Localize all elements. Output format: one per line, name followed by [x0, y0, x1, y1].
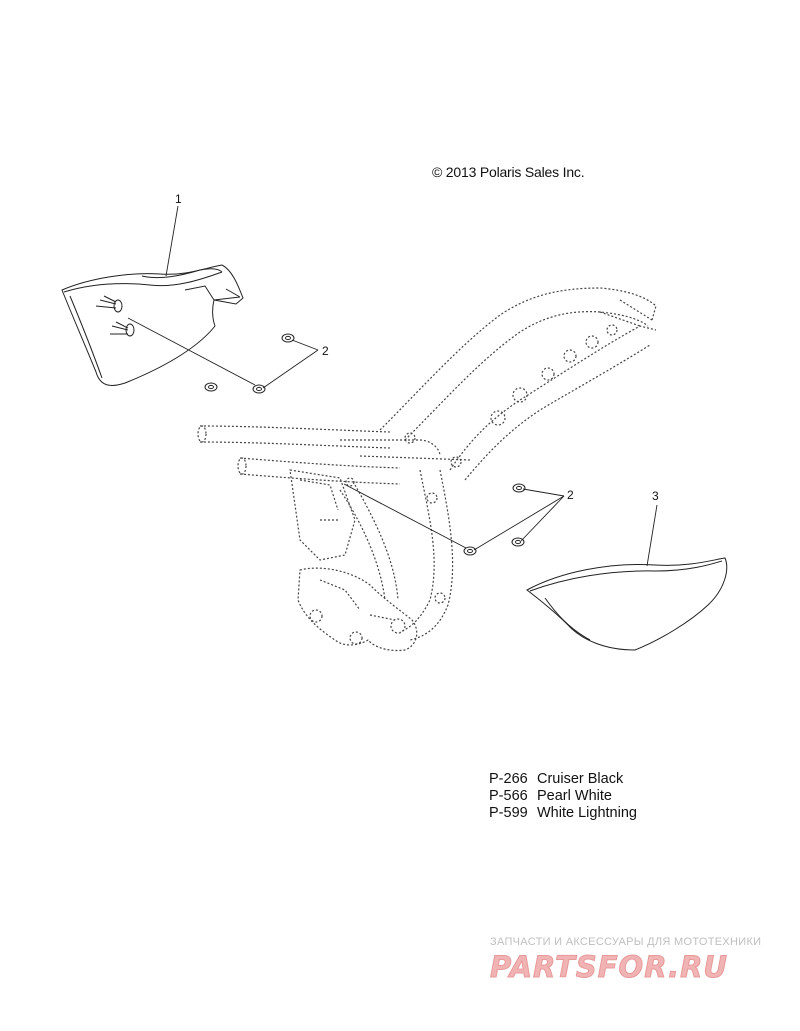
paint-name: White Lightning: [537, 805, 637, 821]
motorcycle-frame: [197, 287, 657, 652]
paint-code: P-566: [489, 788, 528, 804]
paint-code: P-599: [489, 805, 528, 821]
grommet-lower: [110, 321, 135, 337]
paint-code-row: P-266 Cruiser Black: [489, 771, 637, 788]
side-cover-left: [61, 264, 244, 386]
paint-code-list: P-266 Cruiser Black P-566 Pearl White P-59…: [489, 771, 637, 822]
paint-name: Pearl White: [537, 788, 612, 804]
washer-upper-3: [252, 384, 266, 394]
washer-upper-1: [281, 333, 295, 343]
watermark-logo: PARTSFOR.RU: [490, 950, 728, 985]
watermark-tagline: ЗАПЧАСТИ И АКСЕССУАРЫ ДЛЯ МОТОТЕХНИКИ: [490, 936, 762, 948]
paint-code-row: P-599 White Lightning: [489, 805, 637, 822]
callout-part-3: 3: [652, 489, 659, 503]
fastener-washers: [204, 333, 526, 556]
callout-part-1: 1: [175, 192, 182, 206]
paint-code: P-266: [489, 771, 528, 787]
paint-name: Cruiser Black: [537, 771, 624, 787]
paint-code-row: P-566 Pearl White: [489, 788, 637, 805]
washer-lower-3: [511, 537, 525, 547]
callout-part-2-lower: 2: [567, 488, 574, 502]
grommet-upper: [95, 295, 123, 313]
callout-part-2-upper: 2: [322, 344, 329, 358]
side-cover-right: [526, 557, 728, 651]
washer-lower-2: [463, 546, 477, 556]
leader-lines: [127, 205, 658, 567]
copyright-notice: © 2013 Polaris Sales Inc.: [432, 164, 585, 180]
washer-lower-1: [512, 483, 526, 493]
washer-upper-2: [204, 382, 218, 392]
